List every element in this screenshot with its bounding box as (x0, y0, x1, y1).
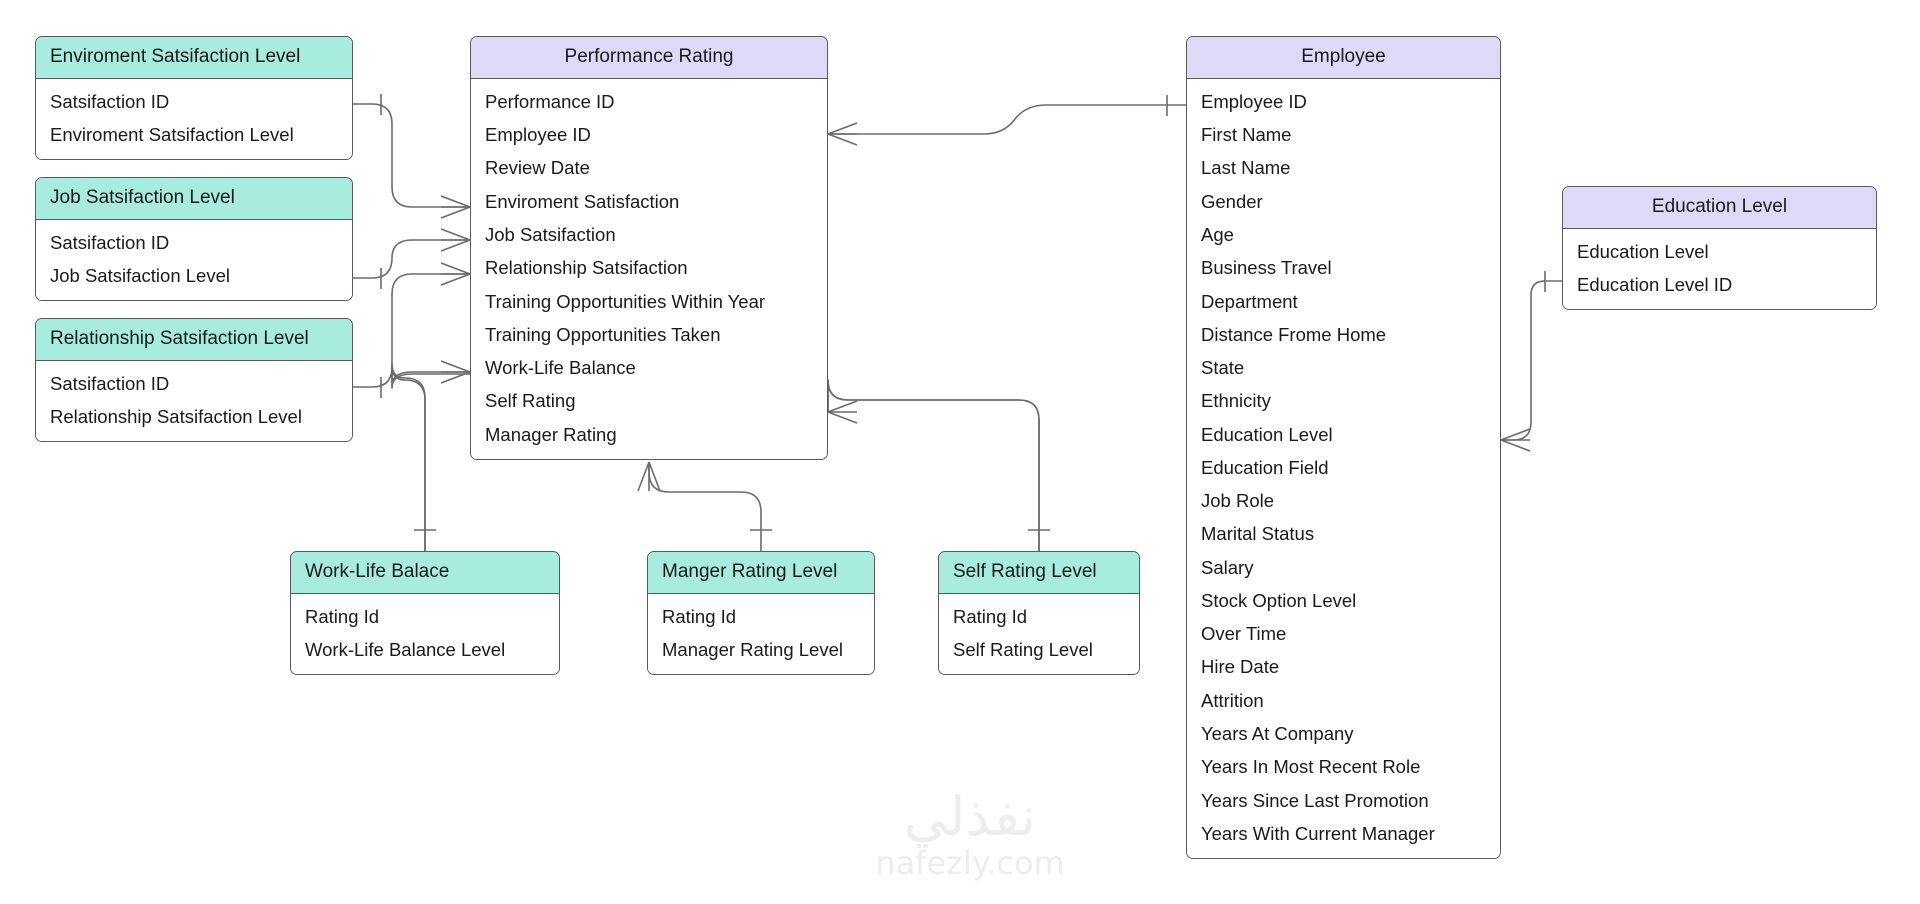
entity-field: Enviroment Satisfaction (485, 190, 680, 212)
watermark: نفذلي nafezly.com (840, 790, 1100, 881)
entity-title: Enviroment Satsifaction Level (36, 37, 352, 79)
entity-manger-rating-level[interactable]: Manger Rating Level Rating Id Manager Ra… (647, 551, 875, 676)
entity-field: State (1201, 357, 1245, 379)
entity-field: Job Satsifaction (485, 224, 616, 245)
entity-field: Manager Rating Level (662, 639, 843, 661)
entity-field: Training Opportunities Within Year (485, 290, 766, 312)
entity-field: Education Field (1201, 456, 1329, 478)
entity-field: Rating Id (953, 605, 1028, 627)
entity-work-life-balace[interactable]: Work-Life Balace Rating Id Work-Life Bal… (290, 551, 560, 676)
entity-field: Job Satsifaction Level (50, 265, 230, 287)
entity-field: Education Level (1577, 240, 1709, 262)
rel-edu-emp (1500, 271, 1562, 452)
entity-education-level[interactable]: Education Level Education Level Educatio… (1562, 186, 1877, 311)
entity-field-list: Employee ID First Name Last Name Gender … (1187, 78, 1500, 859)
entity-field: Satsifaction ID (50, 231, 170, 253)
entity-field: Job Role (1201, 490, 1275, 512)
entity-field: Business Travel (1201, 257, 1332, 279)
entity-self-rating-level[interactable]: Self Rating Level Rating Id Self Rating … (938, 551, 1140, 676)
entity-field-list: Rating Id Manager Rating Level (648, 593, 874, 675)
entity-field: Self Rating (485, 390, 576, 412)
entity-title: Employee (1187, 37, 1500, 79)
entity-title: Self Rating Level (939, 552, 1139, 594)
entity-performance-rating[interactable]: Performance Rating Performance ID Employ… (470, 36, 828, 460)
rel-env-perf (353, 94, 471, 219)
entity-field: Years At Company (1201, 722, 1354, 744)
entity-enviroment-satsifaction-level[interactable]: Enviroment Satsifaction Level Satsifacti… (35, 36, 353, 161)
entity-field: Attrition (1201, 689, 1264, 711)
entity-field: Stock Option Level (1201, 589, 1357, 611)
entity-title: Work-Life Balace (291, 552, 559, 594)
entity-field: Over Time (1201, 623, 1287, 645)
entity-field: Years With Current Manager (1201, 822, 1435, 844)
entity-field-list: Rating Id Self Rating Level (939, 593, 1139, 675)
rel-self-perf (827, 379, 1050, 551)
watermark-arabic-text: نفذلي (903, 785, 1037, 848)
entity-field-list: Satsifaction ID Relationship Satsifactio… (36, 360, 352, 442)
entity-field: Work-Life Balance (485, 357, 636, 379)
entity-title: Education Level (1563, 187, 1876, 229)
entity-field: Enviroment Satsifaction Level (50, 124, 294, 146)
entity-field: Rating Id (662, 605, 737, 627)
entity-field-list: Education Level Education Level ID (1563, 228, 1876, 310)
entity-field: Gender (1201, 190, 1263, 212)
entity-field: Employee ID (1201, 90, 1307, 112)
entity-employee[interactable]: Employee Employee ID First Name Last Nam… (1186, 36, 1501, 860)
entity-field-list: Satsifaction ID Job Satsifaction Level (36, 219, 352, 301)
entity-field: Rating Id (305, 605, 380, 627)
entity-job-satsifaction-level[interactable]: Job Satsifaction Level Satsifaction ID J… (35, 177, 353, 302)
entity-title: Manger Rating Level (648, 552, 874, 594)
rel-job-perf (353, 228, 471, 289)
entity-field: Work-Life Balance Level (305, 639, 506, 661)
entity-field: Hire Date (1201, 656, 1280, 678)
entity-field: Last Name (1201, 157, 1291, 179)
entity-field: First Name (1201, 124, 1292, 146)
entity-field-list: Satsifaction ID Enviroment Satsifaction … (36, 78, 352, 160)
entity-title: Relationship Satsifaction Level (36, 319, 352, 361)
entity-field: Satsifaction ID (50, 372, 170, 394)
entity-field: Years In Most Recent Role (1201, 756, 1421, 778)
entity-title: Job Satsifaction Level (36, 178, 352, 220)
entity-field: Salary (1201, 556, 1254, 578)
entity-field-list: Rating Id Work-Life Balance Level (291, 593, 559, 675)
rel-emp-perf (827, 95, 1186, 146)
entity-field: Manager Rating (485, 423, 617, 445)
entity-title: Performance Rating (471, 37, 827, 79)
entity-field: Relationship Satsifaction (485, 257, 688, 279)
entity-field: Training Opportunities Taken (485, 323, 721, 345)
entity-field: Distance Frome Home (1201, 323, 1387, 345)
entity-relationship-satsifaction-level[interactable]: Relationship Satsifaction Level Satsifac… (35, 318, 353, 443)
entity-field: Performance ID (485, 90, 615, 112)
rel-rel-perf (353, 262, 471, 398)
rel-mgr-perf (637, 461, 772, 551)
entity-field: Employee ID (485, 124, 591, 146)
entity-field: Ethnicity (1201, 390, 1271, 412)
rel-wlb-perf (391, 360, 471, 551)
entity-field: Education Level (1201, 423, 1333, 445)
entity-field: Self Rating Level (953, 639, 1093, 661)
entity-field: Years Since Last Promotion (1201, 789, 1429, 811)
entity-field: Review Date (485, 157, 590, 179)
entity-field: Satsifaction ID (50, 90, 170, 112)
entity-field: Department (1201, 290, 1298, 312)
entity-field: Marital Status (1201, 523, 1315, 545)
entity-field-list: Performance ID Employee ID Review Date E… (471, 78, 827, 459)
entity-field: Relationship Satsifaction Level (50, 406, 302, 428)
entity-field: Age (1201, 224, 1234, 245)
watermark-latin-text: nafezly.com (875, 844, 1065, 882)
entity-field: Education Level ID (1577, 274, 1733, 296)
